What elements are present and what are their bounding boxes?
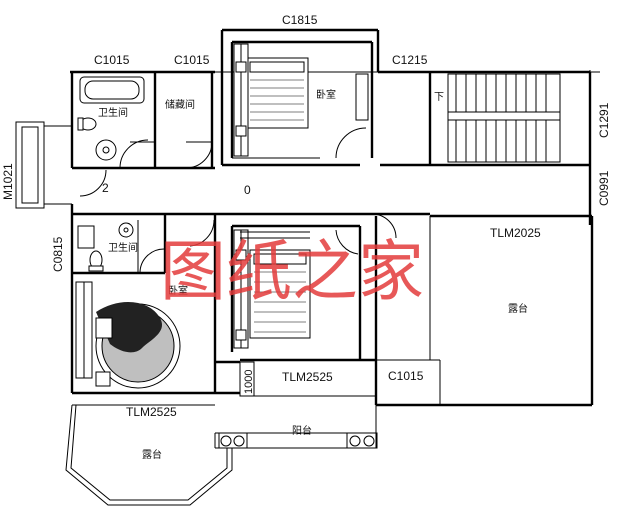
stair-block bbox=[447, 73, 561, 163]
level-marker-0: 0 bbox=[244, 183, 251, 197]
terrace-outline bbox=[65, 404, 233, 506]
room-label-storage: 储藏间 bbox=[165, 98, 195, 111]
stair-treads bbox=[448, 74, 560, 162]
window-tag-c1015: C1015 bbox=[388, 369, 424, 383]
room-label-bathroom: 卫生间 bbox=[108, 241, 138, 254]
room-label-bedroom: 卧室 bbox=[316, 88, 336, 101]
balcony-columns bbox=[218, 432, 378, 449]
washbasin-icon bbox=[95, 139, 117, 161]
toilet-icon bbox=[88, 250, 104, 272]
bathtub-icon bbox=[79, 76, 145, 104]
room-label-bedroom: 卧室 bbox=[168, 284, 188, 297]
bed-icon bbox=[245, 57, 309, 129]
terrace-outline-inner bbox=[70, 404, 228, 501]
desk-icon bbox=[355, 73, 369, 121]
washbasin-icon bbox=[118, 222, 134, 238]
window-tag-c0815: C0815 bbox=[51, 236, 65, 272]
window-tag-c1291: C1291 bbox=[597, 102, 611, 138]
door-swings bbox=[79, 127, 397, 274]
toilet-icon bbox=[77, 117, 97, 131]
stair-direction-label: 下 bbox=[434, 92, 444, 103]
window-tag-c0991: C0991 bbox=[597, 170, 611, 206]
door-tag-m1021: M1021 bbox=[1, 163, 15, 200]
shower-icon bbox=[77, 225, 95, 249]
side-table-icon bbox=[95, 371, 111, 387]
door-tag-tlm2525: TLM2525 bbox=[282, 370, 333, 384]
left-balcony-frame bbox=[15, 121, 45, 209]
wardrobe-icon bbox=[75, 281, 93, 379]
level-marker-2: 2 bbox=[102, 181, 109, 195]
room-label-balcony: 阳台 bbox=[292, 424, 312, 437]
bed-icon bbox=[249, 249, 311, 339]
round-bed-icon bbox=[95, 301, 181, 389]
door-tag-tlm2525: TLM2525 bbox=[126, 405, 177, 419]
watermark-text: 图纸之家 bbox=[160, 233, 424, 310]
window-tag-c1215: C1215 bbox=[392, 53, 428, 67]
door-tag-tlm2025: TLM2025 bbox=[490, 226, 541, 240]
room-label-terrace: 露台 bbox=[142, 448, 162, 461]
window-tag-c1015: C1015 bbox=[94, 53, 130, 67]
closet-rail-icon bbox=[240, 231, 310, 239]
room-label-bathroom: 卫生间 bbox=[98, 106, 128, 119]
wardrobe-icon bbox=[233, 229, 249, 349]
window-tag-c1815: C1815 bbox=[282, 13, 318, 27]
dimension-1000: 1000 bbox=[243, 370, 255, 394]
room-label-terrace: 露台 bbox=[508, 302, 528, 315]
wardrobe-icon bbox=[233, 43, 249, 157]
window-tag-c1015: C1015 bbox=[174, 53, 210, 67]
left-balcony-frame-inner bbox=[21, 126, 39, 204]
